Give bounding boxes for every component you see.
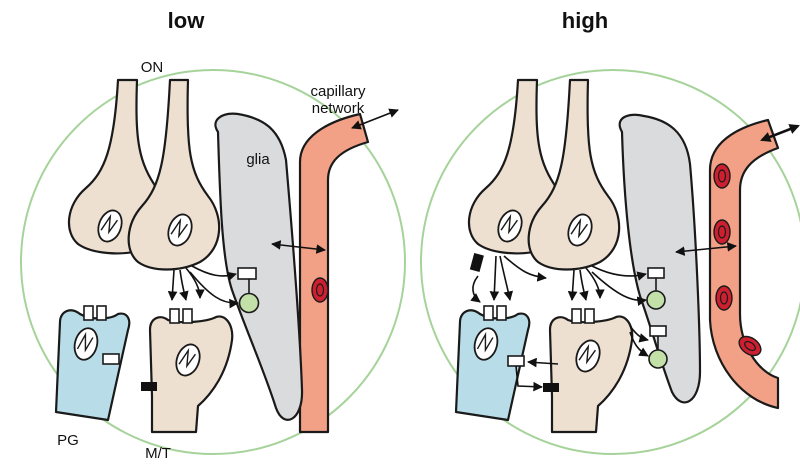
release-arrow [189, 271, 239, 309]
mt-cell [548, 315, 634, 434]
label-on: ON [141, 59, 164, 76]
release-arrow [579, 269, 589, 301]
red-blood-cell [713, 219, 731, 245]
release-arrow [503, 255, 547, 282]
pg-receptor [96, 305, 107, 321]
mt-channel [141, 382, 157, 391]
release-arrow [567, 269, 578, 301]
label-network: network [312, 100, 365, 117]
release-arrow [629, 325, 649, 343]
pg-transporter [507, 355, 525, 367]
glial-receptor [238, 292, 260, 314]
pg-to-mt-arrow [515, 365, 543, 392]
release-arrow [470, 275, 481, 303]
red-blood-cell [311, 277, 329, 303]
mt-to-pg-arrow [527, 357, 559, 368]
glia-cell [214, 112, 304, 421]
release-arrow [179, 269, 189, 301]
label-mt: M/T [145, 445, 171, 462]
release-arrow [185, 267, 205, 299]
release-arrow [167, 269, 178, 301]
label-capillary: capillary [310, 83, 366, 100]
pg-cell [454, 309, 531, 422]
capillary-vessel [708, 118, 780, 410]
pg-receptor [483, 305, 494, 321]
glial-transporter [649, 325, 667, 337]
capillary-vessel [298, 112, 370, 434]
glial-receptor [648, 349, 668, 369]
red-blood-cell [715, 285, 733, 311]
release-arrow [191, 265, 237, 281]
glial-receptor [646, 290, 666, 310]
pg-cell [54, 309, 131, 422]
olfactory-nerve-terminal-2 [127, 78, 221, 271]
panel-low [20, 69, 406, 455]
pg-receptor [83, 305, 94, 321]
release-arrow [629, 331, 649, 357]
label-glia: glia [246, 151, 270, 168]
release-arrow [591, 271, 647, 306]
pg-transporter [102, 353, 120, 365]
mt-receptor [584, 308, 595, 324]
release-arrow [489, 255, 500, 301]
glial-transporter [647, 267, 665, 279]
mt-receptor [169, 308, 180, 324]
exchange-arrow [760, 124, 800, 142]
glial-transporter [237, 267, 257, 280]
release-arrow [585, 267, 605, 299]
pg-receptor [496, 305, 507, 321]
red-blood-cell [713, 163, 731, 189]
panel-title-low: low [168, 8, 206, 33]
on-channel [469, 252, 484, 272]
mt-receptor [182, 308, 193, 324]
exchange-arrow [351, 108, 399, 130]
mt-receptor [571, 308, 582, 324]
glomerulus-boundary [420, 69, 800, 455]
glomerulus-boundary [20, 69, 406, 455]
olfactory-nerve-terminal-2 [527, 78, 621, 271]
panel-title-high: high [562, 8, 608, 33]
exchange-arrow [675, 242, 737, 256]
panel-high [420, 69, 800, 455]
glia-cell [618, 113, 702, 404]
release-arrow [591, 265, 647, 281]
label-pg: PG [57, 432, 79, 449]
mt-channel [543, 383, 559, 392]
release-arrow [499, 255, 514, 301]
exchange-arrow [271, 240, 326, 254]
